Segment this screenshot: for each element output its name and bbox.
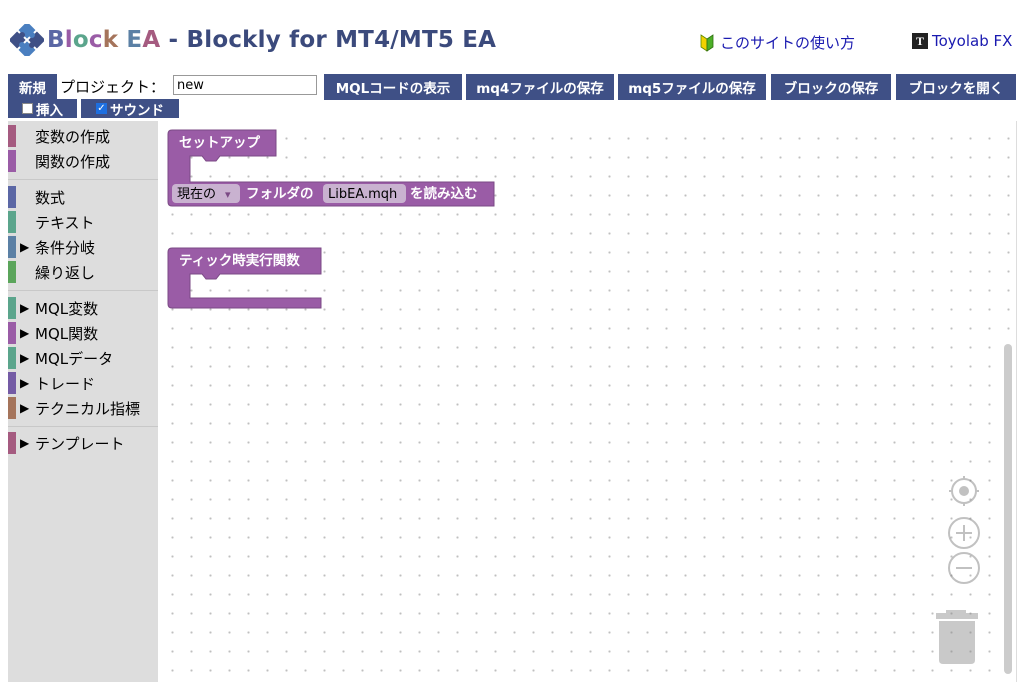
- filename-label: LibEA.mqh: [328, 187, 397, 202]
- dropdown-arrow-icon: ▾: [225, 188, 231, 201]
- sound-label: サウンド: [110, 102, 164, 119]
- folder-label: フォルダの: [246, 185, 314, 202]
- include-statement-block[interactable]: 現在の ▾ フォルダの LibEA.mqh を読み込む: [172, 184, 478, 203]
- sound-toggle[interactable]: ✓サウンド: [81, 99, 179, 119]
- toyolab-fx-label[interactable]: Toyolab FX: [932, 32, 1013, 50]
- open-blocks-button[interactable]: ブロックを開く: [896, 74, 1016, 100]
- new-button[interactable]: 新規: [8, 74, 57, 100]
- site-title: Block EA - Blockly for MT4/MT5 EA: [47, 27, 497, 53]
- project-label: プロジェクト：: [60, 78, 166, 96]
- save-blocks-button[interactable]: ブロックの保存: [771, 74, 891, 100]
- insert-checkbox[interactable]: [22, 103, 33, 114]
- toolbox-item-templates[interactable]: ▶ テンプレート: [8, 432, 158, 454]
- toolbox-separator: [8, 426, 158, 427]
- setup-block[interactable]: セットアップ: [167, 129, 495, 207]
- show-mql-code-button[interactable]: MQLコードの表示: [324, 74, 462, 100]
- expand-arrow-icon[interactable]: ▶: [20, 376, 30, 390]
- expand-arrow-icon[interactable]: ▶: [20, 436, 30, 450]
- expand-arrow-icon[interactable]: ▶: [20, 401, 30, 415]
- zoom-in-icon[interactable]: [948, 517, 980, 549]
- expand-arrow-icon[interactable]: ▶: [20, 240, 30, 254]
- header: Block EA - Blockly for MT4/MT5 EA このサイトの…: [0, 0, 1024, 74]
- help-link[interactable]: このサイトの使い方: [700, 32, 855, 53]
- zoom-out-icon[interactable]: [948, 552, 980, 584]
- toolbox-item-loops[interactable]: 繰り返し: [8, 261, 158, 283]
- expand-arrow-icon[interactable]: ▶: [20, 301, 30, 315]
- help-link-label[interactable]: このサイトの使い方: [720, 34, 856, 52]
- save-mq4-button[interactable]: mq4ファイルの保存: [466, 74, 614, 100]
- sound-checkbox[interactable]: ✓: [96, 103, 107, 114]
- zoom-reset-icon[interactable]: [949, 476, 979, 506]
- blockly-workspace[interactable]: [158, 121, 1017, 682]
- toolbox-separator: [8, 179, 158, 180]
- project-name-input[interactable]: [173, 75, 317, 95]
- toolbox-item-mql-data[interactable]: ▶ MQLデータ: [8, 347, 158, 369]
- expand-arrow-icon[interactable]: ▶: [20, 326, 30, 340]
- setup-block-label: セットアップ: [179, 135, 260, 151]
- save-mq5-button[interactable]: mq5ファイルの保存: [618, 74, 766, 100]
- trash-icon[interactable]: [936, 610, 978, 664]
- blockly-toolbox: 変数の作成 関数の作成 数式 テキスト ▶ 条件分岐 繰り返し ▶ MQL変数 …: [8, 121, 158, 682]
- toyolab-fx-link[interactable]: T Toyolab FX: [912, 32, 1012, 50]
- expand-arrow-icon[interactable]: ▶: [20, 351, 30, 365]
- on-tick-block-label: ティック時実行関数: [179, 252, 300, 269]
- toolbox-item-create-function[interactable]: 関数の作成: [8, 150, 158, 172]
- toolbox-item-trade[interactable]: ▶ トレード: [8, 372, 158, 394]
- toolbox-separator: [8, 290, 158, 291]
- toolbox-item-logic[interactable]: ▶ 条件分岐: [8, 236, 158, 258]
- filename-field[interactable]: [323, 184, 406, 203]
- folder-dropdown-label: 現在の: [177, 187, 216, 202]
- toolbox-item-text[interactable]: テキスト: [8, 211, 158, 233]
- toolbox-item-mql-variables[interactable]: ▶ MQL変数: [8, 297, 158, 319]
- puzzle-logo-icon: [10, 24, 44, 56]
- beginner-mark-icon: [700, 33, 714, 52]
- toolbox-item-math[interactable]: 数式: [8, 186, 158, 208]
- insert-toggle[interactable]: 挿入: [8, 99, 77, 119]
- insert-label: 挿入: [36, 102, 63, 119]
- toyolab-logo-icon: T: [912, 33, 928, 49]
- include-label: を読み込む: [410, 185, 478, 202]
- toolbox-item-create-variable[interactable]: 変数の作成: [8, 125, 158, 147]
- on-tick-block[interactable]: ティック時実行関数: [167, 247, 322, 309]
- folder-dropdown[interactable]: [172, 184, 240, 203]
- toolbox-item-mql-functions[interactable]: ▶ MQL関数: [8, 322, 158, 344]
- toolbox-item-technical-indicators[interactable]: ▶ テクニカル指標: [8, 397, 158, 419]
- workspace-vertical-scrollbar[interactable]: [1004, 344, 1012, 674]
